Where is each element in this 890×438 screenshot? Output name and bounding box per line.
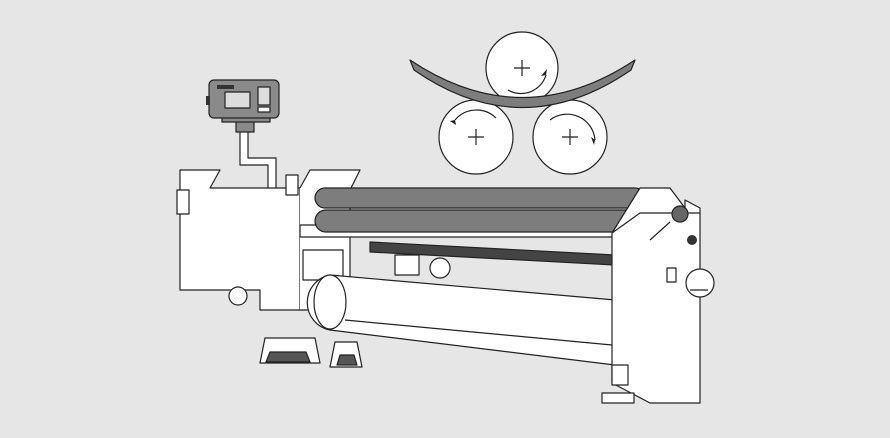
rolls bbox=[299, 187, 646, 366]
handwheel-icon bbox=[685, 268, 715, 298]
arrowheads bbox=[450, 69, 595, 145]
control-pendant bbox=[206, 79, 280, 191]
foot-pedals bbox=[259, 337, 363, 368]
roll-bending-schematic bbox=[409, 31, 636, 175]
lower-roll bbox=[306, 274, 616, 366]
plus-icons bbox=[468, 60, 578, 145]
controller-screen bbox=[224, 91, 251, 109]
rotation-arrow-icons bbox=[454, 74, 596, 141]
controller-keypad bbox=[257, 86, 271, 106]
middle-roll bbox=[314, 209, 646, 233]
bent-plate bbox=[409, 59, 636, 109]
right-frame bbox=[601, 187, 715, 404]
upper-roll bbox=[314, 187, 646, 209]
